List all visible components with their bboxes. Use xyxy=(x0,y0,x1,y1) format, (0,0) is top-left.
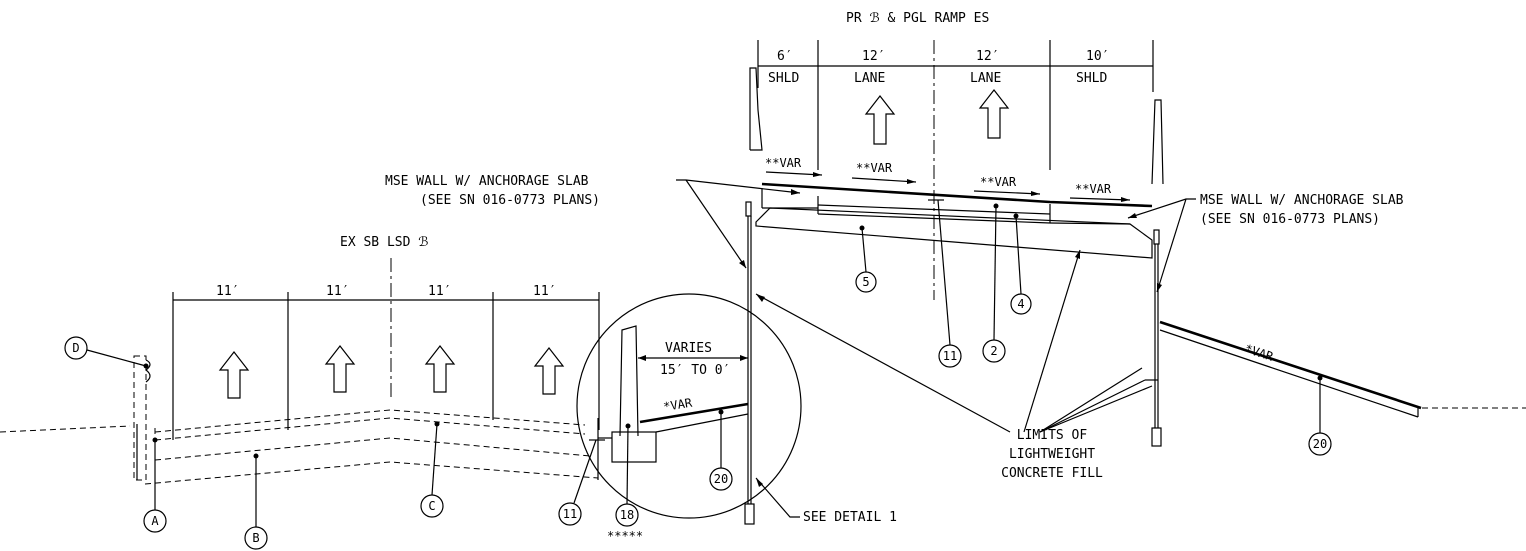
proposed-lane-type-2: LANE xyxy=(854,71,885,86)
proposed-lane-width-3: 12′ xyxy=(976,49,999,64)
see-detail-leader xyxy=(755,477,800,518)
existing-lane-width-1: 11′ xyxy=(216,284,239,299)
svg-text:2: 2 xyxy=(990,344,997,358)
existing-centerline-title: EX SB LSD ℬ xyxy=(340,235,429,250)
proposed-lane-type-1: SHLD xyxy=(768,71,799,86)
callout-18: 18 xyxy=(615,423,639,527)
detail-barrier xyxy=(598,325,657,463)
svg-text:18: 18 xyxy=(620,508,634,522)
right-embankment xyxy=(1159,320,1422,410)
existing-lane-width-4: 11′ xyxy=(533,284,556,299)
callout-A: A xyxy=(143,437,167,533)
lane-arrow-icon xyxy=(218,351,250,399)
right-slope-label: *VAR xyxy=(1243,342,1276,364)
svg-text:4: 4 xyxy=(1017,297,1024,311)
svg-text:5: 5 xyxy=(862,275,869,289)
slope-label-4: **VAR xyxy=(1075,182,1112,196)
detail-slope-label: *VAR xyxy=(662,395,693,413)
svg-text:D: D xyxy=(72,341,79,355)
lane-arrow-icon xyxy=(424,345,456,393)
slope-label-3: **VAR xyxy=(980,175,1017,189)
callout-4: 4 xyxy=(1010,213,1032,315)
existing-guardrail xyxy=(133,355,151,481)
callout-20-right: 20 xyxy=(1308,375,1332,456)
right-wall-label-line1: MSE WALL W/ ANCHORAGE SLAB xyxy=(1200,193,1404,208)
detail-range-label: 15′ TO 0′ xyxy=(660,363,730,378)
detail-varies-label: VARIES xyxy=(665,341,712,356)
detail-slope-line xyxy=(639,402,749,424)
fill-label-line1: LIMITS OF xyxy=(1017,428,1088,443)
right-barrier xyxy=(1151,99,1164,185)
detail-1-circle xyxy=(576,293,802,519)
slope-label-2: **VAR xyxy=(856,161,893,175)
proposed-dimension-lines xyxy=(757,40,1154,170)
callout-11-low: 11 xyxy=(558,439,605,526)
proposed-lane-width-1: 6′ xyxy=(777,49,793,64)
left-mse-wall xyxy=(744,201,755,525)
existing-lane-width-2: 11′ xyxy=(326,284,349,299)
left-wall-label-line2: (SEE SN 016-0773 PLANS) xyxy=(420,193,600,208)
slope-arrows xyxy=(765,171,1131,202)
lightweight-fill-limits xyxy=(755,207,1153,259)
right-wall-label-line2: (SEE SN 016-0773 PLANS) xyxy=(1200,212,1380,227)
callout-B: B xyxy=(244,453,268,550)
detail-varies-dimension xyxy=(638,355,748,361)
left-barrier xyxy=(749,67,763,151)
svg-text:20: 20 xyxy=(1313,437,1327,451)
svg-text:11: 11 xyxy=(563,507,577,521)
proposed-centerline-title: PR ℬ & PGL RAMP ES xyxy=(846,11,989,26)
proposed-lane-width-2: 12′ xyxy=(862,49,885,64)
callout-5: 5 xyxy=(855,225,877,293)
existing-dimension-lines xyxy=(172,292,600,440)
svg-text:20: 20 xyxy=(714,472,728,486)
svg-text:B: B xyxy=(252,531,259,545)
callout-20-detail: 20 xyxy=(709,409,733,491)
lane-arrow-icon xyxy=(978,89,1010,139)
see-detail-label: SEE DETAIL 1 xyxy=(803,510,897,525)
callout-2: 2 xyxy=(982,203,1006,363)
detail-stars: ***** xyxy=(607,529,643,543)
lane-arrow-icon xyxy=(864,95,896,145)
existing-lane-width-3: 11′ xyxy=(428,284,451,299)
svg-text:A: A xyxy=(151,514,159,528)
svg-text:C: C xyxy=(428,499,435,513)
fill-label-leaders xyxy=(755,249,1158,433)
proposed-lane-type-4: SHLD xyxy=(1076,71,1107,86)
proposed-lane-type-3: LANE xyxy=(970,71,1001,86)
right-wall-leader xyxy=(1127,198,1196,219)
existing-pavement xyxy=(0,409,599,485)
callout-C: C xyxy=(420,421,444,518)
callout-D: D xyxy=(64,336,149,369)
lane-arrow-icon xyxy=(324,345,356,393)
fill-label-line3: CONCRETE FILL xyxy=(1001,466,1103,481)
fill-label-line2: LIGHTWEIGHT xyxy=(1009,447,1095,462)
lane-arrow-icon xyxy=(533,347,565,395)
right-mse-wall xyxy=(1151,229,1162,447)
slope-label-1: **VAR xyxy=(765,156,802,170)
proposed-lane-width-4: 10′ xyxy=(1086,49,1109,64)
svg-text:11: 11 xyxy=(943,349,957,363)
left-wall-label-line1: MSE WALL W/ ANCHORAGE SLAB xyxy=(385,174,589,189)
callout-11-top: 11 xyxy=(928,199,962,368)
